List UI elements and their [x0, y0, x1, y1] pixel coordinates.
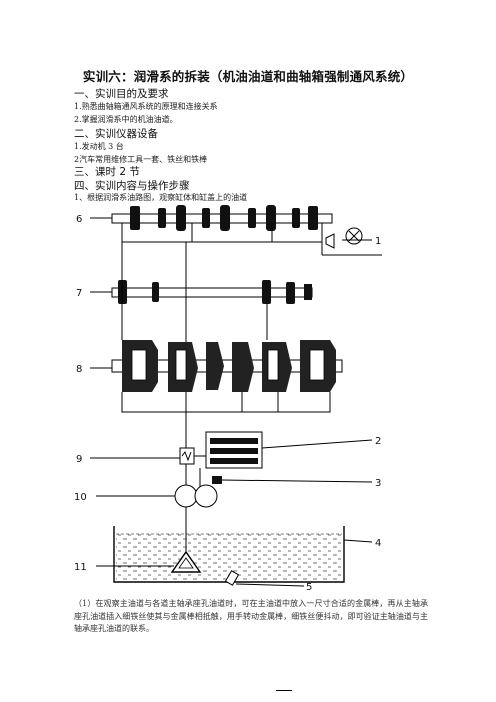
oil-pan	[113, 526, 373, 583]
label-5: 5	[306, 582, 312, 590]
oil-filter	[205, 431, 373, 469]
section-2-heading: 二、实训仪器设备	[74, 128, 158, 140]
label-11: 11	[74, 562, 87, 573]
label-8: 8	[76, 364, 82, 375]
pressure-indicator	[325, 227, 363, 249]
rocker-shaft	[111, 280, 313, 340]
section-1-heading: 一、实训目的及要求	[74, 88, 169, 100]
label-9: 9	[76, 454, 82, 465]
section-4-item-1: 1、根据润滑系油路图，观察缸体和缸盖上的油道	[74, 193, 248, 202]
label-2: 2	[375, 436, 381, 447]
section-2-item-2: 2汽车常用维修工具一套、铁丝和铁棒	[74, 155, 208, 164]
page-title: 实训六：润滑系的拆装（机油油道和曲轴箱强制通风系统）	[82, 69, 414, 84]
label-7: 7	[76, 288, 82, 299]
lubrication-diagram: 6 7 8 9 10 11 1 2 3 4 5	[74, 205, 382, 590]
label-3: 3	[375, 478, 381, 489]
label-4: 4	[375, 538, 381, 549]
relief-valve	[179, 432, 206, 560]
drain-plug	[224, 570, 305, 587]
section-1-item-1: 1.熟悉曲轴箱通风系统的原理和连接关系	[74, 102, 218, 111]
section-3-heading: 三、课时 2 节	[74, 166, 140, 178]
body-paragraph: （1）在观察主油道与各道主轴承座孔油道时，可在主油道中放入一尺寸合适的金属棒，再…	[74, 599, 428, 633]
oil-strainer	[170, 550, 202, 573]
label-1: 1	[375, 236, 381, 247]
oil-pump	[174, 476, 373, 508]
label-10: 10	[74, 492, 87, 503]
section-2-item-1: 1.发动机 3 台	[74, 142, 124, 151]
section-4-heading: 四、实训内容与操作步骤	[74, 180, 190, 192]
camshaft	[111, 205, 382, 256]
section-1-item-2: 2.掌握润滑系中的机油油道。	[74, 115, 178, 124]
page-footer-mark	[276, 690, 292, 691]
label-6: 6	[76, 214, 82, 225]
crankshaft	[111, 340, 343, 413]
